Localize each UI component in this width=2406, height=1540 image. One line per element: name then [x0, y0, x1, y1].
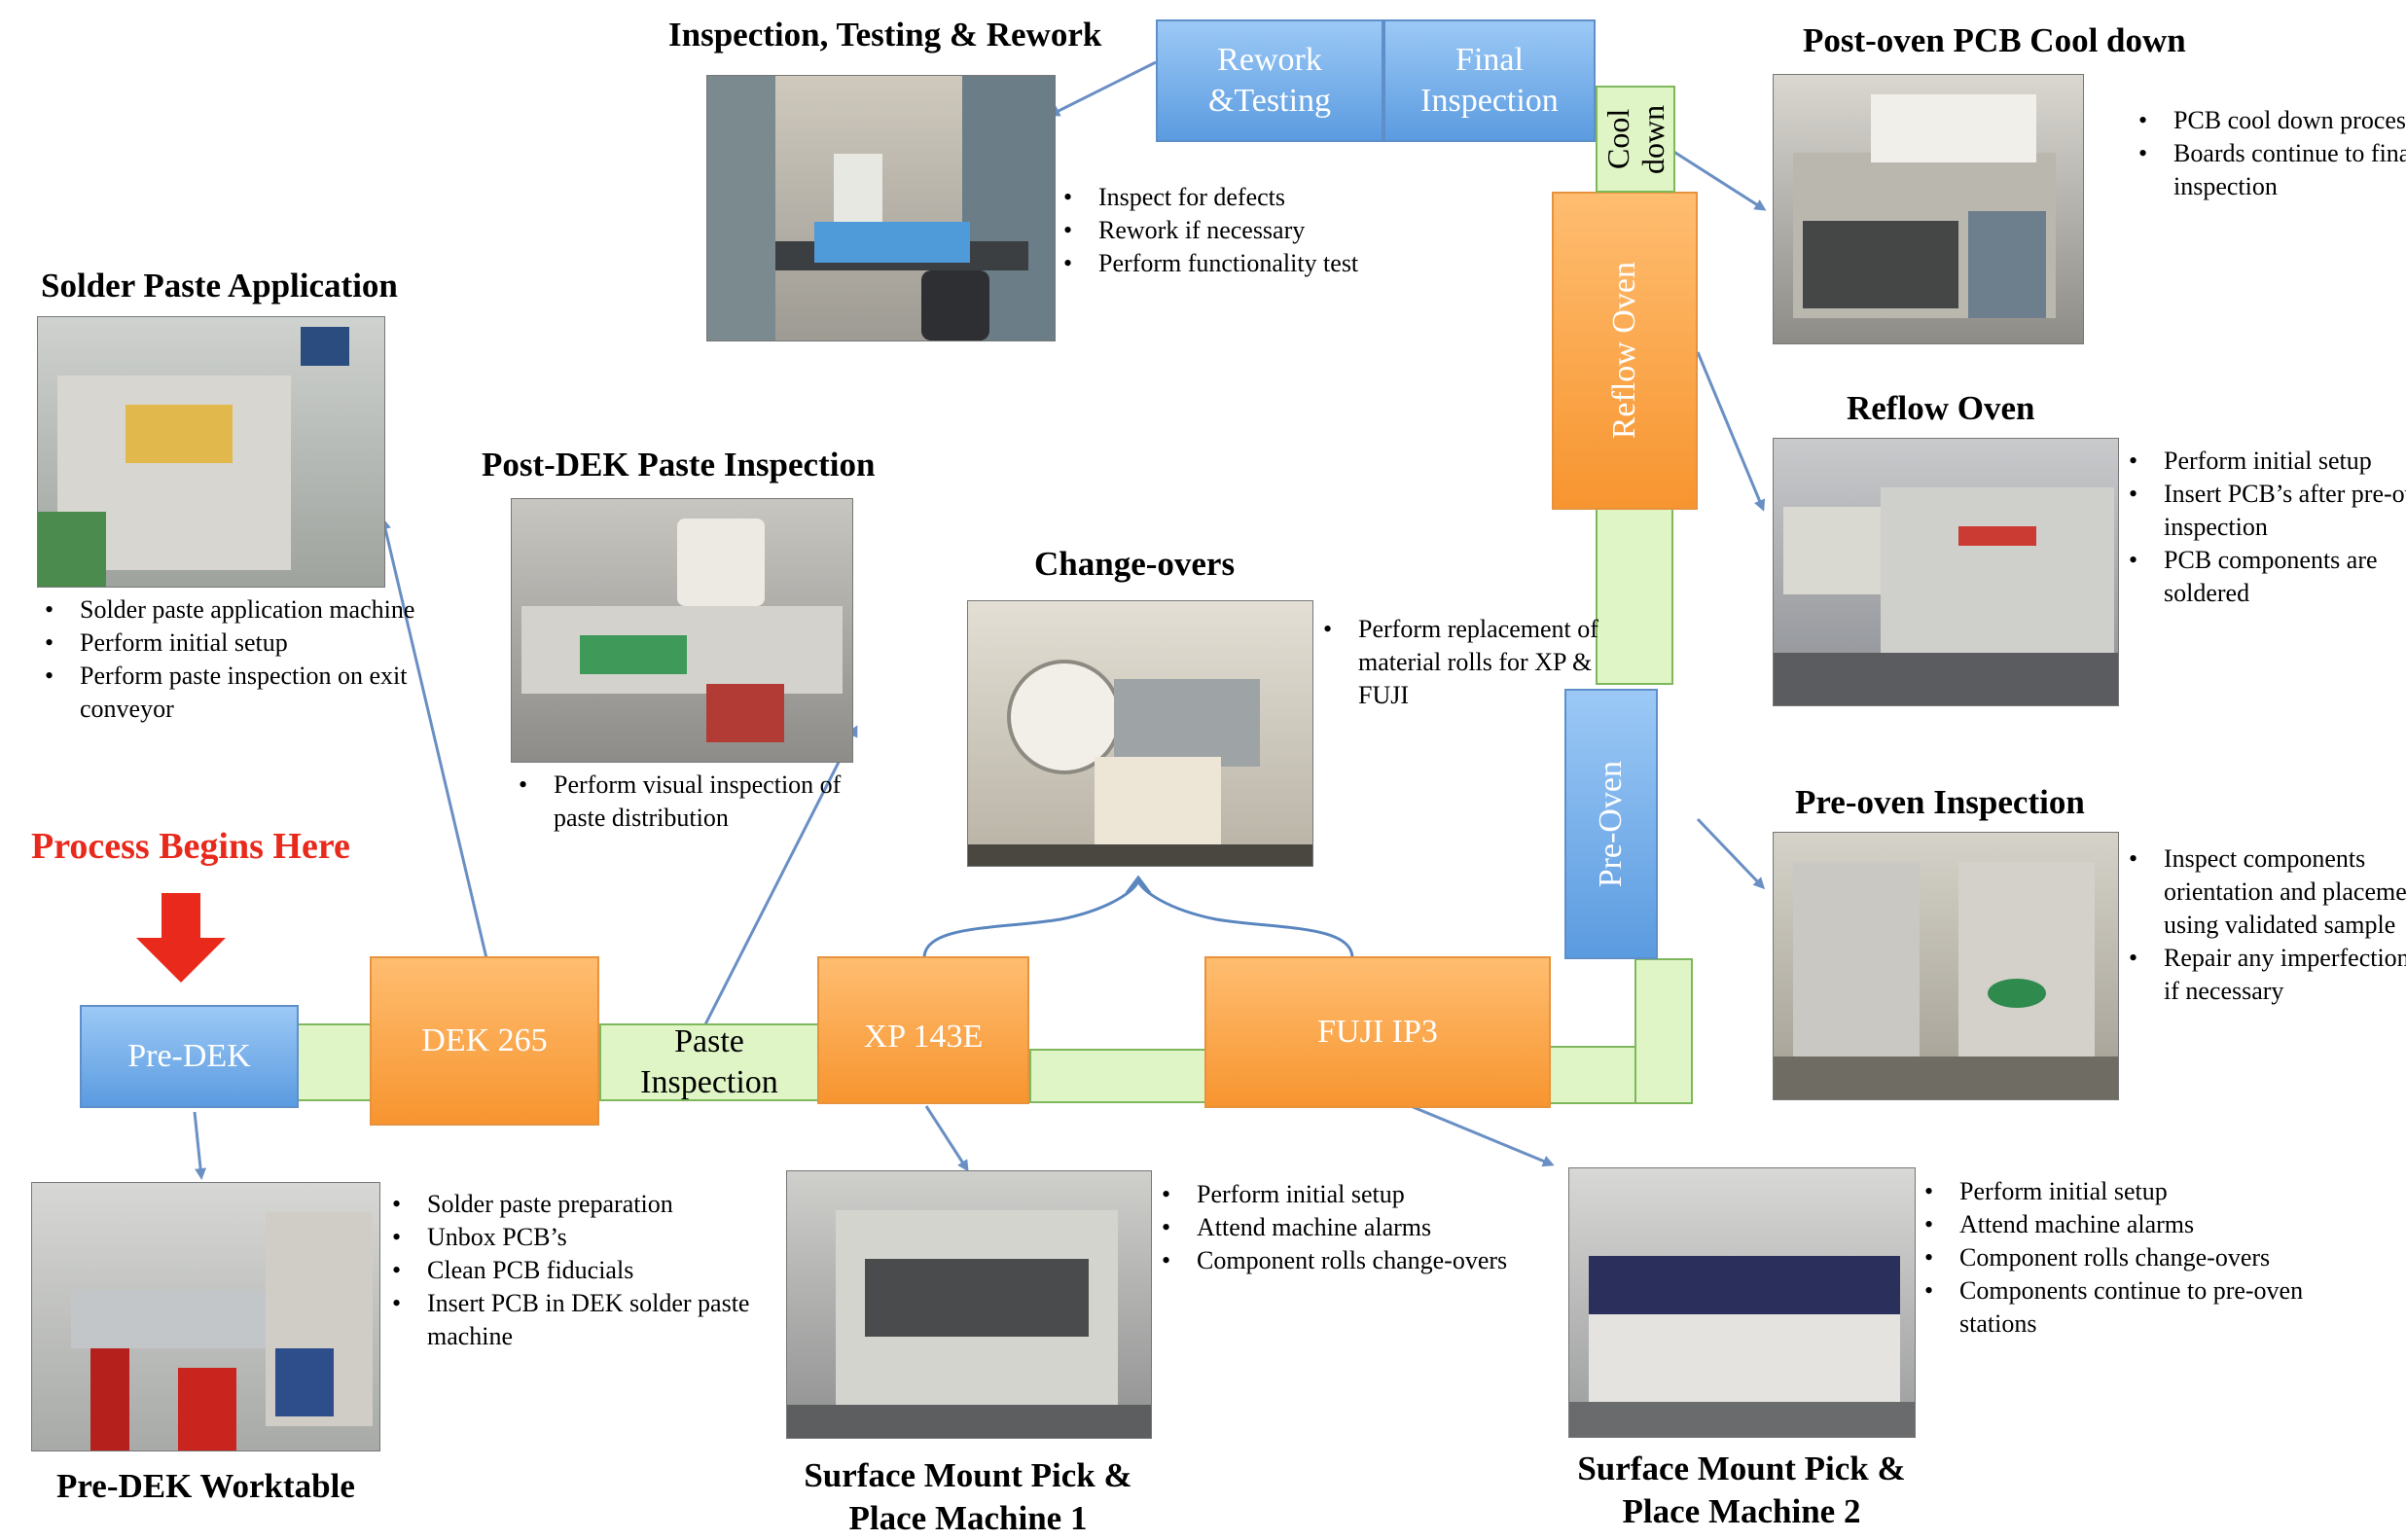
pre-oven-bullets: Inspect components orientation and place…: [2121, 842, 2406, 1008]
reflow-oven-photo: [1773, 438, 2119, 706]
paste-inspection-box: Paste Inspection: [599, 1023, 819, 1101]
dek-265-box: DEK 265: [370, 956, 599, 1126]
reflow-oven-box-label: Reflow Oven: [1606, 262, 1642, 440]
bullet: Component rolls change-overs: [1162, 1244, 1566, 1277]
bullet: Insert PCB in DEK solder paste machine: [392, 1287, 787, 1353]
arrow-to-pre-dek-worktable: [193, 1111, 207, 1180]
change-overs-bullets: Perform replacement of material rolls fo…: [1315, 613, 1611, 712]
bullet: Perform visual inspection of paste distr…: [519, 769, 894, 835]
rework-testing-box: Rework &Testing: [1156, 19, 1383, 142]
inspection-testing-bullets: Inspect for defects Rework if necessary …: [1056, 181, 1390, 280]
bullet: Solder paste preparation: [392, 1188, 787, 1221]
pre-dek-photo: [31, 1182, 380, 1451]
change-over-bracket: [922, 879, 1354, 959]
inspection-testing-photo: [706, 75, 1056, 341]
post-oven-title: Post-oven PCB Cool down: [1803, 21, 2186, 59]
connector-preoven-vertical: [1634, 958, 1693, 1104]
pre-dek-title: Pre-DEK Worktable: [56, 1467, 355, 1505]
arrow-to-smt2: [1410, 1104, 1555, 1167]
bullet: Attend machine alarms: [1162, 1211, 1566, 1244]
bullet: Solder paste application machine: [45, 593, 430, 627]
post-dek-bullets: Perform visual inspection of paste distr…: [511, 769, 894, 835]
post-dek-photo: [511, 498, 853, 763]
bullet: Attend machine alarms: [1924, 1208, 2368, 1241]
solder-paste-photo: [37, 316, 385, 588]
bullet: Rework if necessary: [1063, 214, 1390, 247]
cool-down-box-label: Cool down: [1600, 104, 1670, 174]
bullet: Perform initial setup: [1924, 1175, 2368, 1208]
bullet: Insert PCB’s after pre-oven inspection: [2129, 478, 2406, 544]
smt1-title: Surface Mount Pick & Place Machine 1: [804, 1456, 1132, 1537]
cool-down-box: Cool down: [1596, 86, 1675, 193]
arrow-to-reflow: [1696, 351, 1766, 512]
smt2-bullets: Perform initial setup Attend machine ala…: [1917, 1175, 2368, 1341]
solder-paste-title: Solder Paste Application: [41, 267, 398, 304]
connector-xp-fuji: [1029, 1049, 1206, 1103]
connector-predek-dek: [297, 1023, 373, 1101]
bullet: Perform initial setup: [2129, 445, 2406, 478]
bullet: Perform replacement of material rolls fo…: [1323, 613, 1611, 712]
pre-dek-box: Pre-DEK: [80, 1005, 299, 1108]
arrow-to-solder-paste: [379, 518, 488, 959]
post-dek-title: Post-DEK Paste Inspection: [482, 446, 876, 483]
xp-143e-box-label: XP 143E: [863, 1019, 984, 1055]
final-inspection-box: Final Inspection: [1383, 19, 1596, 142]
bullet: Perform initial setup: [1162, 1178, 1566, 1211]
solder-paste-bullets: Solder paste application machine Perform…: [37, 593, 430, 726]
change-over-tip: [1125, 875, 1152, 894]
pre-oven-box: Pre-Oven: [1564, 689, 1658, 959]
bullet: PCB components are soldered: [2129, 544, 2406, 610]
pre-oven-title: Pre-oven Inspection: [1795, 783, 2085, 821]
bullet: Inspect components orientation and place…: [2129, 842, 2406, 942]
post-oven-bullets: PCB cool down process Boards continue to…: [2131, 104, 2406, 203]
bullet: Clean PCB fiducials: [392, 1254, 787, 1287]
process-start-label: Process Begins Here: [31, 826, 350, 867]
pre-oven-photo: [1773, 832, 2119, 1100]
rework-testing-box-label: Rework &Testing: [1207, 42, 1332, 119]
arrow-to-pre-oven: [1696, 817, 1766, 890]
reflow-oven-title: Reflow Oven: [1847, 389, 2035, 427]
inspection-testing-title: Inspection, Testing & Rework: [668, 16, 1102, 54]
bullet: Perform initial setup: [45, 627, 430, 660]
bullet: Perform paste inspection on exit conveyo…: [45, 660, 430, 726]
bullet: Components continue to pre-oven stations: [1924, 1274, 2368, 1341]
final-inspection-box-label: Final Inspection: [1420, 42, 1559, 119]
change-overs-title: Change-overs: [1034, 545, 1236, 583]
bullet: Unbox PCB’s: [392, 1221, 787, 1254]
paste-inspection-box-label: Paste Inspection: [640, 1023, 778, 1100]
bullet: Perform functionality test: [1063, 247, 1390, 280]
smt2-title: Surface Mount Pick & Place Machine 2: [1577, 1450, 1906, 1530]
change-overs-photo: [967, 600, 1313, 867]
fuji-ip3-box-label: FUJI IP3: [1317, 1014, 1438, 1050]
pre-dek-box-label: Pre-DEK: [127, 1038, 251, 1074]
smt1-bullets: Perform initial setup Attend machine ala…: [1154, 1178, 1566, 1277]
fuji-ip3-box: FUJI IP3: [1204, 956, 1551, 1108]
bullet: PCB cool down process: [2138, 104, 2406, 137]
arrow-to-cool-down: [1661, 142, 1767, 211]
bullet: Repair any imperfection if necessary: [2129, 942, 2406, 1008]
bullet: Component rolls change-overs: [1924, 1241, 2368, 1274]
dek-265-box-label: DEK 265: [421, 1022, 548, 1058]
bullet: Boards continue to final inspection: [2138, 137, 2406, 203]
arrow-to-smt1: [924, 1105, 969, 1172]
pre-oven-box-label: Pre-Oven: [1593, 760, 1629, 888]
start-down-arrow-icon: [136, 893, 226, 983]
reflow-oven-box: Reflow Oven: [1552, 192, 1698, 510]
bullet: Inspect for defects: [1063, 181, 1390, 214]
pre-dek-bullets: Solder paste preparation Unbox PCB’s Cle…: [384, 1188, 787, 1353]
reflow-oven-bullets: Perform initial setup Insert PCB’s after…: [2121, 445, 2406, 610]
xp-143e-box: XP 143E: [817, 956, 1029, 1104]
arrow-to-inspection: [1048, 60, 1157, 117]
smt2-photo: [1568, 1167, 1916, 1438]
post-oven-photo: [1773, 74, 2084, 344]
smt1-photo: [786, 1170, 1152, 1439]
